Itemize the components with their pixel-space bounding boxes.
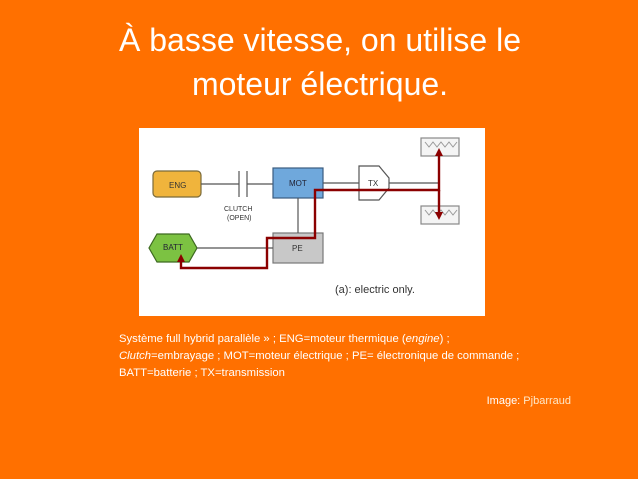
power-arrow-batt bbox=[177, 254, 185, 262]
caption-clutch-italic: Clutch bbox=[119, 350, 152, 362]
clutch-label-1: CLUTCH bbox=[224, 206, 252, 213]
eng-label: ENG bbox=[169, 181, 186, 190]
caption-part-1: Système full hybrid parallèle » ; ENG=mo… bbox=[119, 333, 406, 345]
wheel-top-tread bbox=[424, 141, 458, 148]
hybrid-diagram-image: ENG CLUTCH (OPEN) MOT TX bbox=[139, 128, 485, 316]
clutch-label-2: (OPEN) bbox=[227, 215, 252, 222]
figure-caption: Système full hybrid parallèle » ; ENG=mo… bbox=[119, 331, 539, 382]
title-line-2: moteur électrique. bbox=[191, 66, 449, 102]
credit-label: Image: bbox=[486, 395, 524, 407]
title-line-1: À basse vitesse, on utilise le bbox=[119, 22, 521, 58]
wheel-bottom-tread bbox=[424, 209, 458, 216]
batt-label: BATT bbox=[163, 243, 183, 252]
tx-label: TX bbox=[368, 179, 379, 188]
power-arrow-up bbox=[435, 148, 443, 156]
power-flow-path bbox=[179, 153, 441, 270]
batt-block bbox=[148, 233, 198, 263]
credit-author-link[interactable]: Pjbarraud bbox=[523, 395, 571, 407]
mot-label: MOT bbox=[289, 179, 307, 188]
mode-label: (a): electric only. bbox=[335, 284, 415, 296]
caption-engine-italic: engine bbox=[405, 333, 440, 345]
slide-title: À basse vitesse, on utilise le moteur él… bbox=[40, 18, 600, 106]
tx-block bbox=[358, 165, 390, 201]
caption-part-3: =embrayage ; MOT=moteur électrique ; PE=… bbox=[119, 350, 520, 379]
power-arrow-down bbox=[435, 212, 443, 220]
image-credit: Image: Pjbarraud bbox=[487, 395, 571, 407]
pe-label: PE bbox=[292, 244, 303, 253]
caption-part-2: ) ; bbox=[439, 333, 450, 345]
